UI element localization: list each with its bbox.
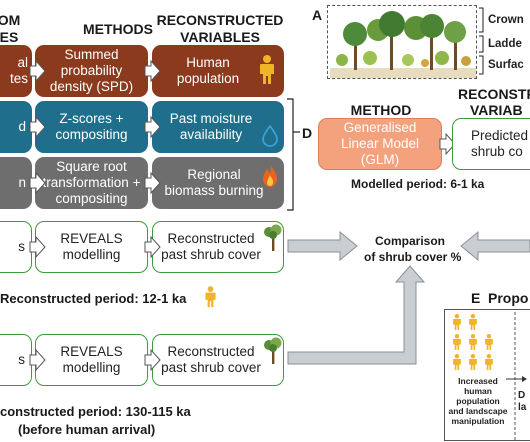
- row1-data-box: al tes: [0, 45, 32, 97]
- panel-e-frame: [444, 309, 530, 441]
- layer-ladder-label: Ladde: [488, 38, 522, 50]
- panel-d-letter: D: [302, 125, 313, 141]
- shrub-icon: [264, 224, 282, 251]
- row4-data-label: s: [18, 239, 25, 254]
- predicted-label-l2: shrub co: [471, 144, 523, 159]
- layer-surface-label: Surfac: [488, 59, 524, 71]
- row4-data-box: s: [0, 221, 32, 273]
- panel-d-reconst-header-l2: VARIAB: [470, 102, 523, 118]
- panel-d-method-header: METHOD: [350, 102, 412, 118]
- water-drop-icon: [262, 125, 278, 147]
- row1-method-label: Summed probability density (SPD): [49, 47, 134, 94]
- row2-method-box: Z-scores + compositing: [35, 101, 148, 153]
- row2-variable-label: Past moisture availability: [169, 111, 253, 142]
- row5-method-label: REVEALS modelling: [60, 344, 123, 375]
- row4-period: Reconstructed period: 12-1 ka: [0, 291, 187, 306]
- row3-variable-box: Regional biomass burning: [152, 157, 284, 209]
- row3-data-label: n: [18, 175, 26, 190]
- row4-variable-box: Reconstructed past shrub cover: [152, 221, 284, 273]
- header-data-line2: ES: [0, 29, 19, 45]
- fire-icon: [263, 164, 277, 187]
- row3-method-label: Square root transformation + compositing: [42, 159, 141, 206]
- row4-method-box: REVEALS modelling: [35, 221, 148, 273]
- shrub-icon: [264, 337, 282, 364]
- glm-box: Generalised Linear Model (GLM): [318, 118, 442, 170]
- row3-method-box: Square root transformation + compositing: [35, 157, 148, 209]
- row5-data-label: s: [18, 352, 25, 367]
- panel-e-title: Propo: [488, 290, 529, 306]
- glm-label: Generalised Linear Model (GLM): [340, 120, 420, 167]
- panel-a-frame: [327, 5, 477, 79]
- row2-data-label: d: [18, 119, 26, 134]
- row5-data-box: s: [0, 334, 32, 386]
- person-icon: [260, 55, 274, 84]
- person-icon-small: [205, 286, 216, 308]
- row3-variable-label: Regional biomass burning: [164, 167, 264, 198]
- header-reconstructed-variables-l2: VARIABLES: [180, 29, 260, 45]
- panel-e-right-l1: D: [518, 390, 526, 401]
- row3-data-box: n: [0, 157, 32, 209]
- row1-data-label-l1: al: [17, 55, 28, 70]
- row2-variable-box: Past moisture availability: [152, 101, 284, 153]
- comparison-l1: Comparison: [375, 234, 446, 248]
- row2-method-label: Z-scores + compositing: [55, 111, 128, 142]
- row5-period-l1: constructed period: 130-115 ka: [0, 404, 191, 419]
- row4-method-label: REVEALS modelling: [60, 231, 123, 262]
- row1-method-box: Summed probability density (SPD): [35, 45, 148, 97]
- row5-variable-label: Reconstructed past shrub cover: [161, 344, 261, 375]
- row5-period-l2: (before human arrival): [18, 422, 156, 437]
- comparison-l2: of shrub cover %: [364, 250, 462, 264]
- header-reconstructed-variables-l1: RECONSTRUCTED: [156, 12, 284, 28]
- header-methods: METHODS: [83, 21, 153, 37]
- panel-a-letter: A: [312, 7, 323, 23]
- row1-variable-label: Human population: [176, 55, 240, 86]
- row5-method-box: REVEALS modelling: [35, 334, 148, 386]
- population-icons: [453, 314, 493, 370]
- predicted-shrub-box: Predicted shrub co: [452, 118, 530, 170]
- panel-e-caption: Increased human population and landscape…: [448, 376, 508, 426]
- panel-e-right-l2: la: [518, 402, 527, 413]
- row4-variable-label: Reconstructed past shrub cover: [161, 231, 261, 262]
- panel-d-reconst-header-l1: RECONSTR: [458, 86, 530, 102]
- panel-e-letter: E: [471, 290, 481, 306]
- panel-d-period: Modelled period: 6-1 ka: [351, 177, 485, 191]
- layer-crown-label: Crown: [488, 14, 524, 26]
- row5-variable-box: Reconstructed past shrub cover: [152, 334, 284, 386]
- row1-variable-box: Human population: [152, 45, 284, 97]
- vegetation-illustration: [330, 11, 476, 78]
- predicted-label-l1: Predicted: [471, 128, 529, 143]
- header-data-line1: OM: [0, 12, 21, 28]
- row2-data-box: d: [0, 101, 32, 153]
- row1-data-label-l2: tes: [9, 71, 28, 86]
